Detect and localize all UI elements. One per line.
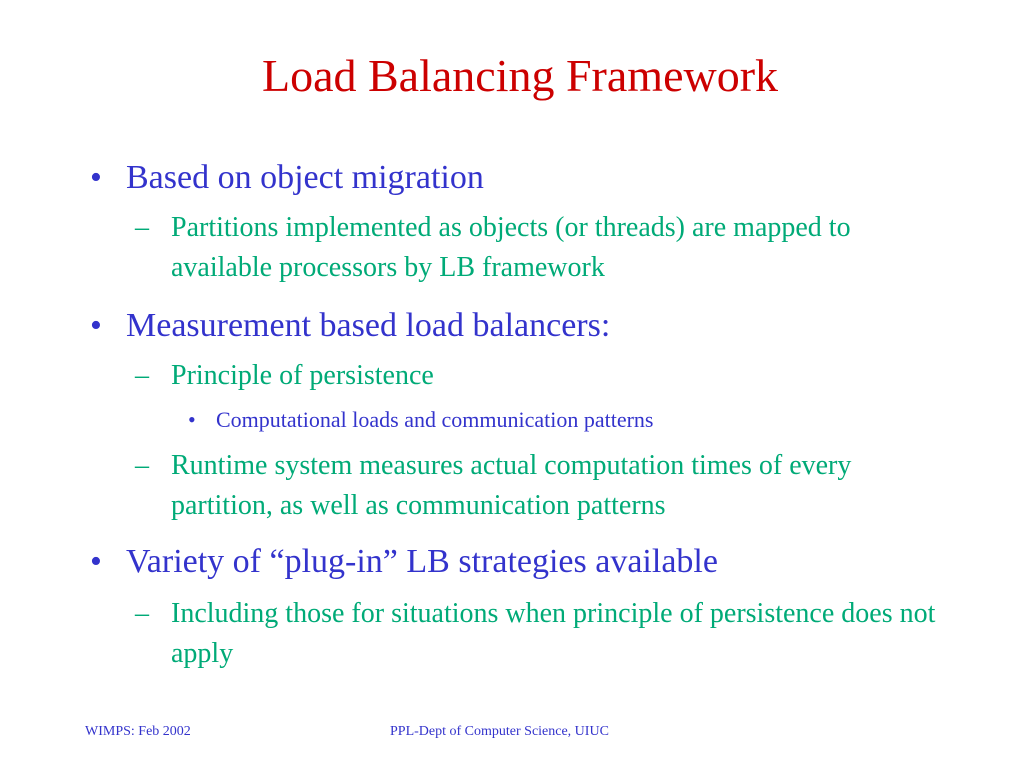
bullet-text: Variety of “plug-in” LB strategies avail…	[126, 543, 718, 580]
footer-date: WIMPS: Feb 2002	[85, 724, 191, 739]
bullet-text: Based on object migration	[126, 159, 484, 196]
footer-affiliation: PPL-Dept of Computer Science, UIUC	[390, 724, 609, 739]
dash-mark: –	[135, 598, 149, 629]
dash-mark: –	[135, 360, 149, 391]
bullet-mark: •	[188, 407, 196, 432]
bullet-mark: •	[90, 307, 102, 344]
dash-mark: –	[135, 212, 149, 243]
bullet-mark: •	[90, 159, 102, 196]
slide-title: Load Balancing Framework	[261, 50, 779, 101]
sub-bullet-text: Runtime system measures actual computati…	[171, 450, 852, 521]
sub-bullet-text: Principle of persistence	[171, 360, 434, 391]
sub-bullet-text: Partitions implemented as objects (or th…	[171, 212, 851, 283]
dash-mark: –	[135, 450, 149, 481]
sub-bullet-text: Including those for situations when prin…	[171, 598, 936, 669]
bullet-text: Measurement based load balancers:	[126, 307, 611, 344]
bullet-mark: •	[90, 543, 102, 580]
sub-sub-bullet-text: Computational loads and communication pa…	[216, 407, 654, 432]
